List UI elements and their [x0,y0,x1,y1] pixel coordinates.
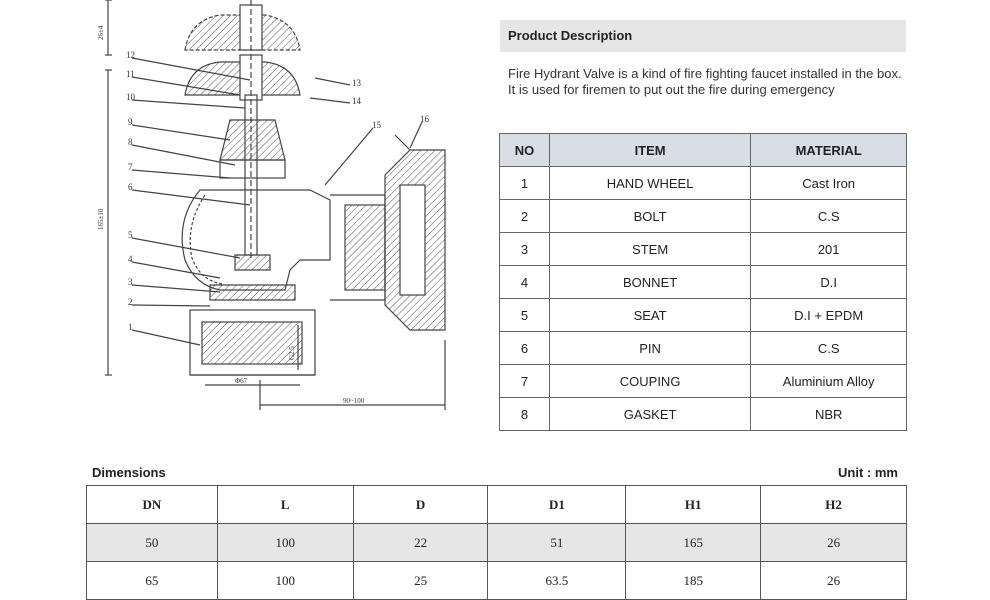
table-row: 4 BONNET D.I [499,265,907,299]
materials-header-item: ITEM [548,133,752,167]
callout-16: 16 [420,114,430,124]
materials-header-row: NO ITEM MATERIAL [499,133,907,167]
callout-8: 8 [128,137,133,147]
table-row: 2 BOLT C.S [499,199,907,233]
materials-item: SEAT [548,298,752,332]
product-description-header: Product Description [500,20,906,52]
materials-material: 201 [750,232,907,266]
materials-item: HAND WHEEL [548,166,752,200]
callout-4: 4 [128,254,133,264]
materials-no: 3 [499,232,550,266]
materials-header-material: MATERIAL [750,133,907,167]
table-row: 7 COUPING Aluminium Alloy [499,364,907,398]
dimensions-header-dn: DN [86,485,218,524]
materials-material: NBR [750,397,907,431]
table-row: 50 100 22 51 165 26 [86,523,907,562]
callout-12: 12 [126,50,135,60]
materials-item: STEM [548,232,752,266]
dim-length-label: 90~100 [343,397,365,405]
dimensions-header-d1: D1 [487,485,627,524]
callout-5: 5 [128,230,133,240]
valve-drawing: 12 11 10 9 8 7 6 5 4 3 2 1 13 14 15 16 2… [90,0,465,430]
callout-1: 1 [128,322,133,332]
dimensions-h1: 165 [625,523,762,562]
dimensions-title: Dimensions [92,465,166,480]
dimensions-header-row: DN L D D1 H1 H2 [86,485,907,524]
materials-material: C.S [750,331,907,365]
materials-no: 8 [499,397,550,431]
materials-item: BOLT [548,199,752,233]
dimensions-table: DN L D D1 H1 H2 50 100 22 51 165 26 65 1… [86,485,907,600]
materials-item: BONNET [548,265,752,299]
callout-10: 10 [126,92,136,102]
materials-no: 1 [499,166,550,200]
materials-table: NO ITEM MATERIAL 1 HAND WHEEL Cast Iron … [499,133,907,431]
dimensions-l: 100 [216,523,354,562]
dimensions-header-h2: H2 [760,485,907,524]
dim-top-label: 26±4 [97,25,105,40]
materials-material: D.I + EPDM [750,298,907,332]
product-description-text: Fire Hydrant Valve is a kind of fire fig… [508,66,902,97]
materials-no: 4 [499,265,550,299]
materials-item: COUPING [548,364,752,398]
materials-item: GASKET [548,397,752,431]
callout-2: 2 [128,297,133,307]
materials-no: 6 [499,331,550,365]
callout-6: 6 [128,182,133,192]
dimensions-unit: Unit : mm [838,465,898,480]
dim-thread-label: G2.5 [288,346,296,360]
dimensions-d1: 63.5 [487,561,627,600]
materials-material: C.S [750,199,907,233]
table-row: 1 HAND WHEEL Cast Iron [499,166,907,200]
dim-base-label: Φ67 [235,377,248,385]
materials-material: Cast Iron [750,166,907,200]
callout-13: 13 [352,78,362,88]
callout-3: 3 [128,277,133,287]
table-row: 65 100 25 63.5 185 26 [86,561,907,600]
dimensions-h2: 26 [760,523,907,562]
materials-item: PIN [548,331,752,365]
table-row: 5 SEAT D.I + EPDM [499,298,907,332]
materials-no: 2 [499,199,550,233]
callout-11: 11 [126,69,135,79]
dimensions-header-d: D [352,485,489,524]
callout-14: 14 [352,96,362,106]
materials-header-no: NO [499,133,550,167]
dimensions-l: 100 [216,561,354,600]
materials-no: 5 [499,298,550,332]
dimensions-dn: 65 [86,561,218,600]
materials-no: 7 [499,364,550,398]
dimensions-dn: 50 [86,523,218,562]
table-row: 8 GASKET NBR [499,397,907,431]
dimensions-h1: 185 [625,561,762,600]
materials-material: Aluminium Alloy [750,364,907,398]
materials-material: D.I [750,265,907,299]
dimensions-header-h1: H1 [625,485,762,524]
table-row: 6 PIN C.S [499,331,907,365]
table-row: 3 STEM 201 [499,232,907,266]
dimensions-d1: 51 [487,523,627,562]
callout-9: 9 [128,117,133,127]
callout-15: 15 [372,120,382,130]
dim-height-label: 165±10 [97,208,105,230]
callout-7: 7 [128,162,133,172]
dimensions-h2: 26 [760,561,907,600]
dimensions-d: 25 [352,561,489,600]
dimensions-d: 22 [352,523,489,562]
dimensions-header-l: L [216,485,354,524]
